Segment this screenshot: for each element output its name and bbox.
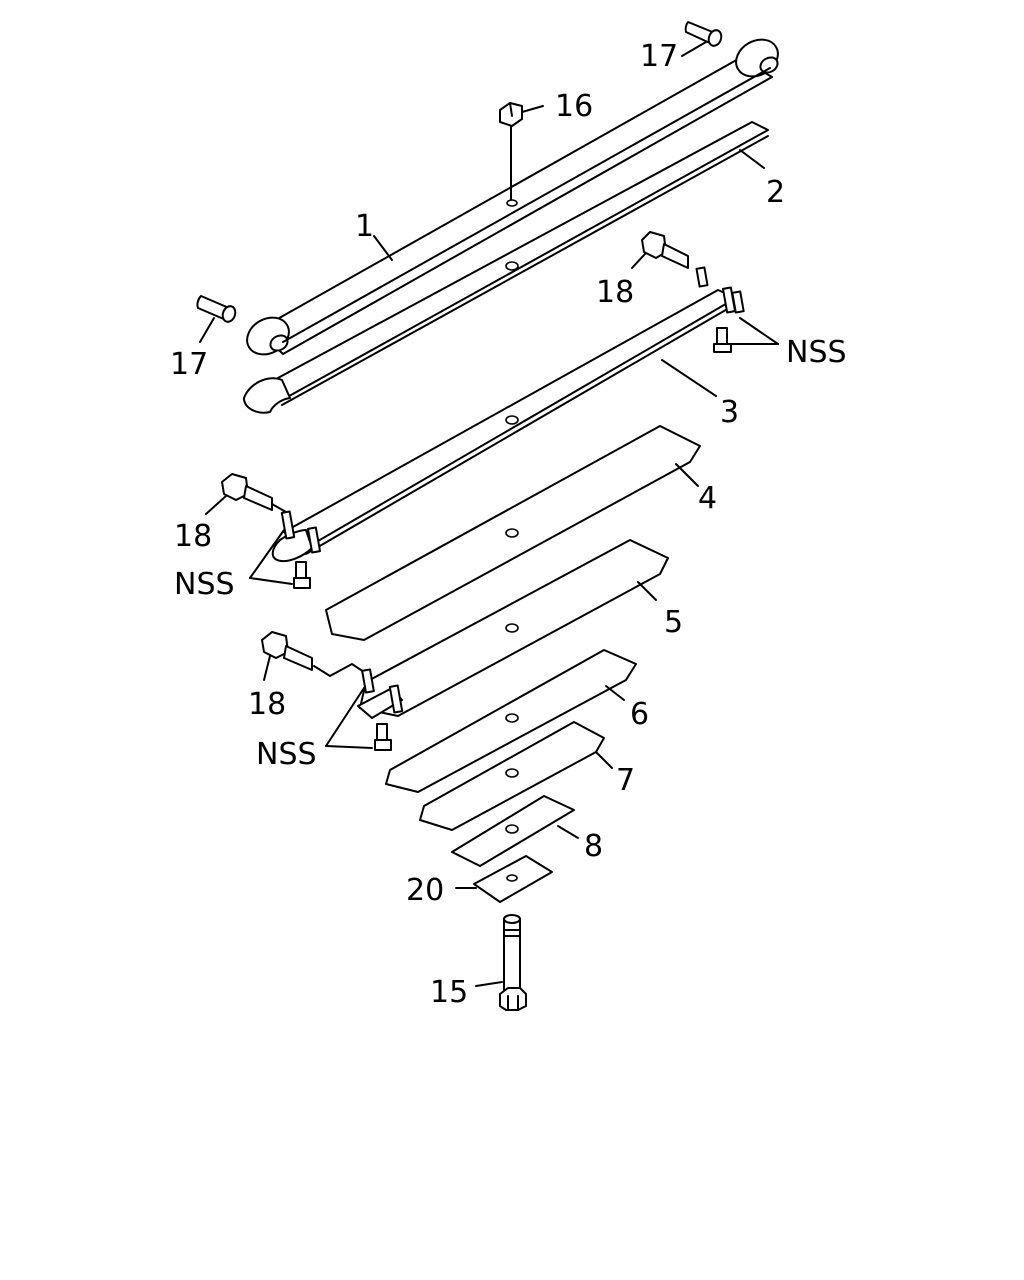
bolt-mid[interactable] [221,473,273,511]
callout-nss-low: NSS [256,737,317,772]
callout-17-left: 17 [170,347,208,382]
callout-8: 8 [584,829,603,864]
callout-1: 1 [355,209,374,244]
callout-18-low: 18 [248,687,286,722]
center-bolt[interactable] [499,914,527,1011]
leader-18-mid-a [205,495,227,515]
bushing-left[interactable] [196,295,237,324]
callout-2: 2 [766,175,785,210]
leader-6 [605,685,625,701]
leader-1 [373,235,393,261]
third-leaf[interactable] [271,266,745,563]
main-leaf[interactable] [240,32,784,361]
callout-17-top: 17 [640,39,678,74]
leader-7 [595,751,613,769]
leader-4 [675,463,699,487]
callout-nss-top: NSS [786,335,847,370]
leader-18-top [631,253,646,269]
callout-7: 7 [616,763,635,798]
leader-nss-mid-b [249,577,293,585]
leader-17-top [681,41,707,57]
bolt-low[interactable] [261,631,313,671]
callout-3: 3 [720,395,739,430]
leader-2 [739,149,765,169]
leader-18-mid-b [271,503,287,513]
clip-bracket-low[interactable] [357,668,404,719]
nss-screw-top[interactable] [713,327,732,353]
bushing-top[interactable] [684,21,724,48]
leader-nss-top-a [739,317,779,345]
callout-15: 15 [430,975,468,1010]
callout-5: 5 [664,605,683,640]
callout-18-top: 18 [596,275,634,310]
leader-8 [557,825,579,839]
nss-screw-low[interactable] [374,723,392,751]
leader-3 [661,359,717,397]
bolt-top[interactable] [641,231,689,269]
center-nut[interactable] [499,102,523,127]
leader-18-low-a [263,655,271,681]
fourth-leaf[interactable] [325,425,701,641]
leader-5 [637,581,657,601]
callout-18-mid: 18 [174,519,212,554]
spacer-plate[interactable] [473,855,553,903]
leader-nss-low-b [325,745,373,749]
leader-17-left [199,317,215,343]
leader-18-low-b [313,662,365,678]
callout-nss-mid: NSS [174,567,235,602]
leader-nss-mid-a [249,529,285,579]
callout-4: 4 [698,481,717,516]
leader-16 [521,105,544,113]
nss-screw-mid[interactable] [293,561,311,589]
sixth-leaf[interactable] [385,649,637,793]
second-leaf[interactable] [243,121,769,414]
eighth-leaf[interactable] [451,795,575,867]
callout-20: 20 [406,873,444,908]
leader-nss-low-a [325,687,365,747]
callout-16: 16 [555,89,593,124]
leader-15 [475,981,503,987]
callout-6: 6 [630,697,649,732]
